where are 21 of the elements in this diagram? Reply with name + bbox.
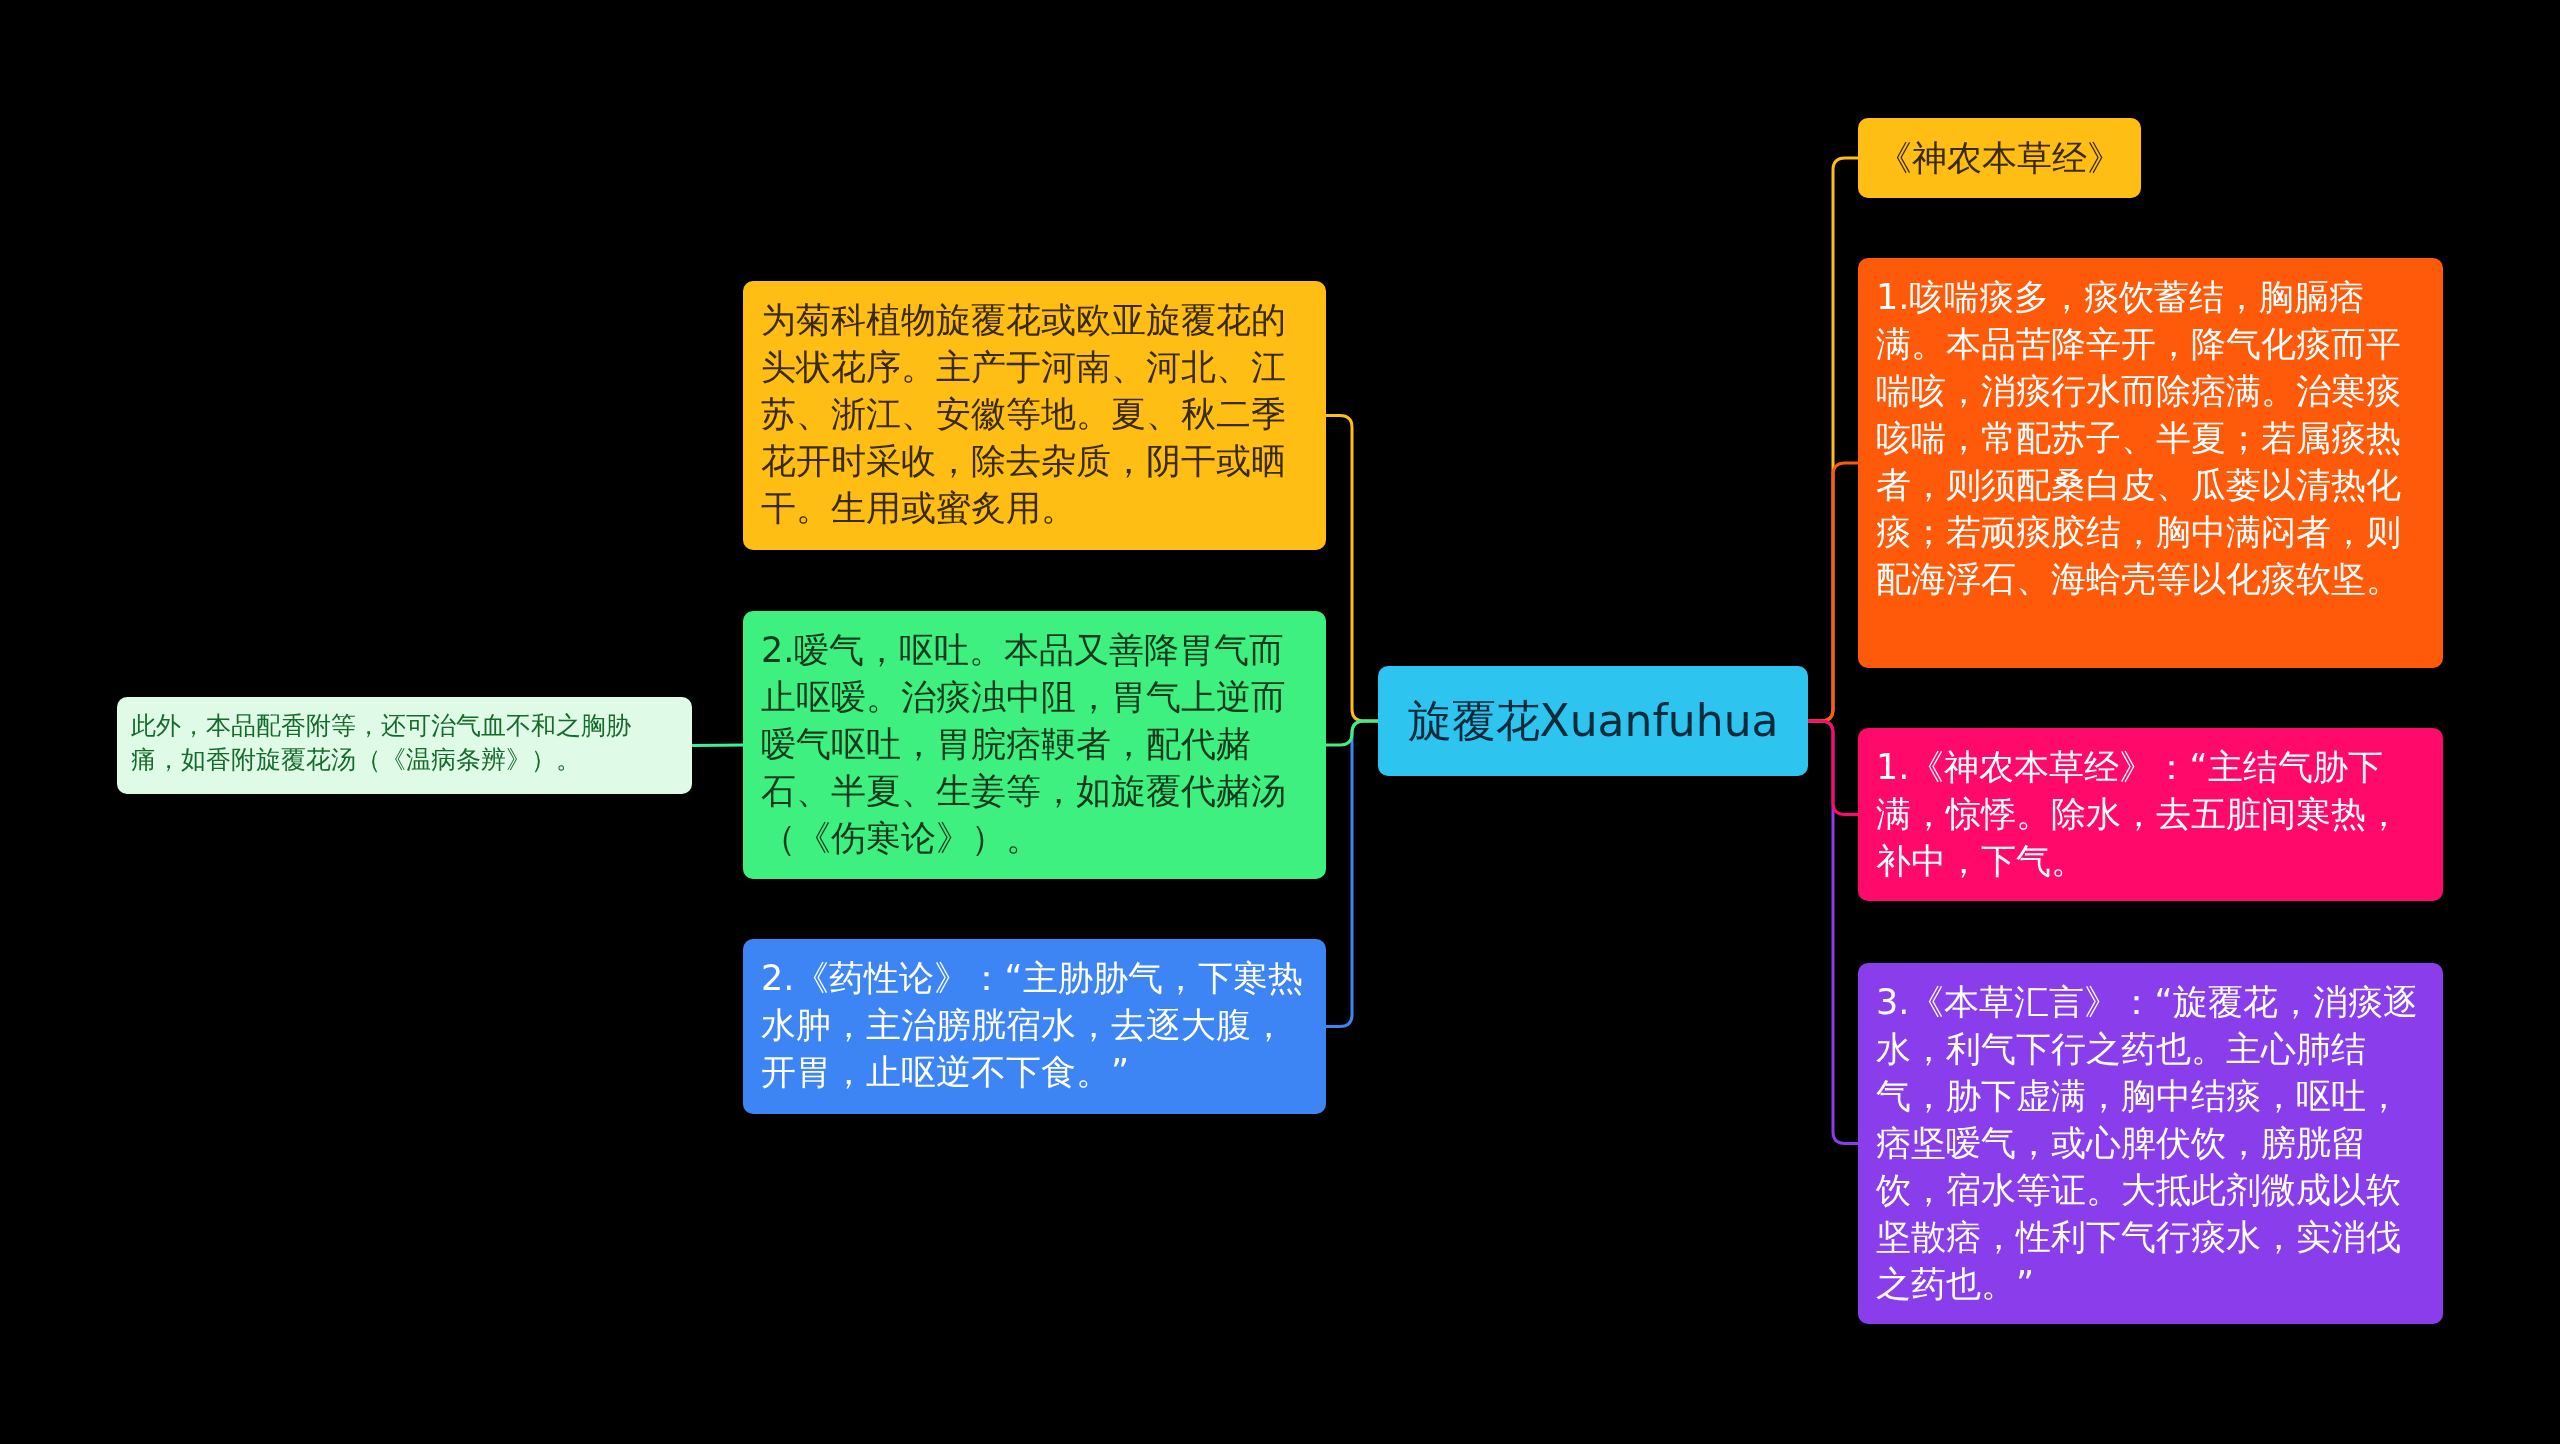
branch-box xyxy=(743,281,1326,550)
branch-box xyxy=(743,939,1326,1114)
node-text: 3.《本草汇言》：“旋覆花，消痰逐水，利气下行之药也。主心肺结气，胁下虚满，胸中结痰，呕吐，痞坚嗳气，或心脾伏饮，膀胱留饮，宿水等证。大抵此剂微成以软坚散痞，性利下气行痰水，实消伐之药也。” xyxy=(1876,981,2419,1306)
node-text: 2.《药性论》：“主胁胁气，下寒热水肿，主治膀胱宿水，去逐大腹，开胃，止呕逆不下食。” xyxy=(761,957,1304,1094)
node-text: 此外，本品配香附等，还可治气血不和之胸胁痛，如香附旋覆花汤（《温病条辨》）。 xyxy=(131,710,632,776)
branch-box xyxy=(1858,118,2141,198)
branch-box xyxy=(1858,258,2443,668)
connector-line xyxy=(1326,719,1378,747)
connector-line xyxy=(692,743,743,747)
branch-box xyxy=(743,611,1326,879)
branch-box xyxy=(117,697,692,794)
node-text: 为菊科植物旋覆花或欧亚旋覆花的头状花序。主产于河南、河北、江苏、浙江、安徽等地。夏、秋二季花开时采收，除去杂质，阴干或晒干。生用或蜜炙用。 xyxy=(761,299,1287,530)
node-text: 1.咳喘痰多，痰饮蓄结，胸膈痞满。本品苦降辛开，降气化痰而平喘咳，消痰行水而除痞满。治寒痰咳喘，常配苏子、半夏；若属痰热者，则须配桑白皮、瓜蒌以清热化痰；若顽痰胶结，胸中满闷者，则配海浮石、海蛤壳等以化痰软坚。 xyxy=(1876,276,2402,601)
node-text: 旋覆花Xuanfuhua xyxy=(1407,694,1779,748)
branch-box xyxy=(1858,963,2443,1324)
node-text: 1.《神农本草经》：“主结气胁下满，惊悸。除水，去五脏间寒热，补中，下气。 xyxy=(1876,746,2402,883)
connector-line xyxy=(1808,719,1858,816)
node-text: 2.嗳气，呕吐。本品又善降胃气而止呕嗳。治痰浊中阻，胃气上逆而嗳气呕吐，胃脘痞鞕者，配代赭石、半夏、生姜等，如旋覆代赭汤（《伤寒论》）。 xyxy=(761,629,1287,860)
topic-box xyxy=(1378,666,1808,776)
branch-box xyxy=(1858,728,2443,901)
node-text: 《神农本草经》 xyxy=(1877,136,2122,180)
